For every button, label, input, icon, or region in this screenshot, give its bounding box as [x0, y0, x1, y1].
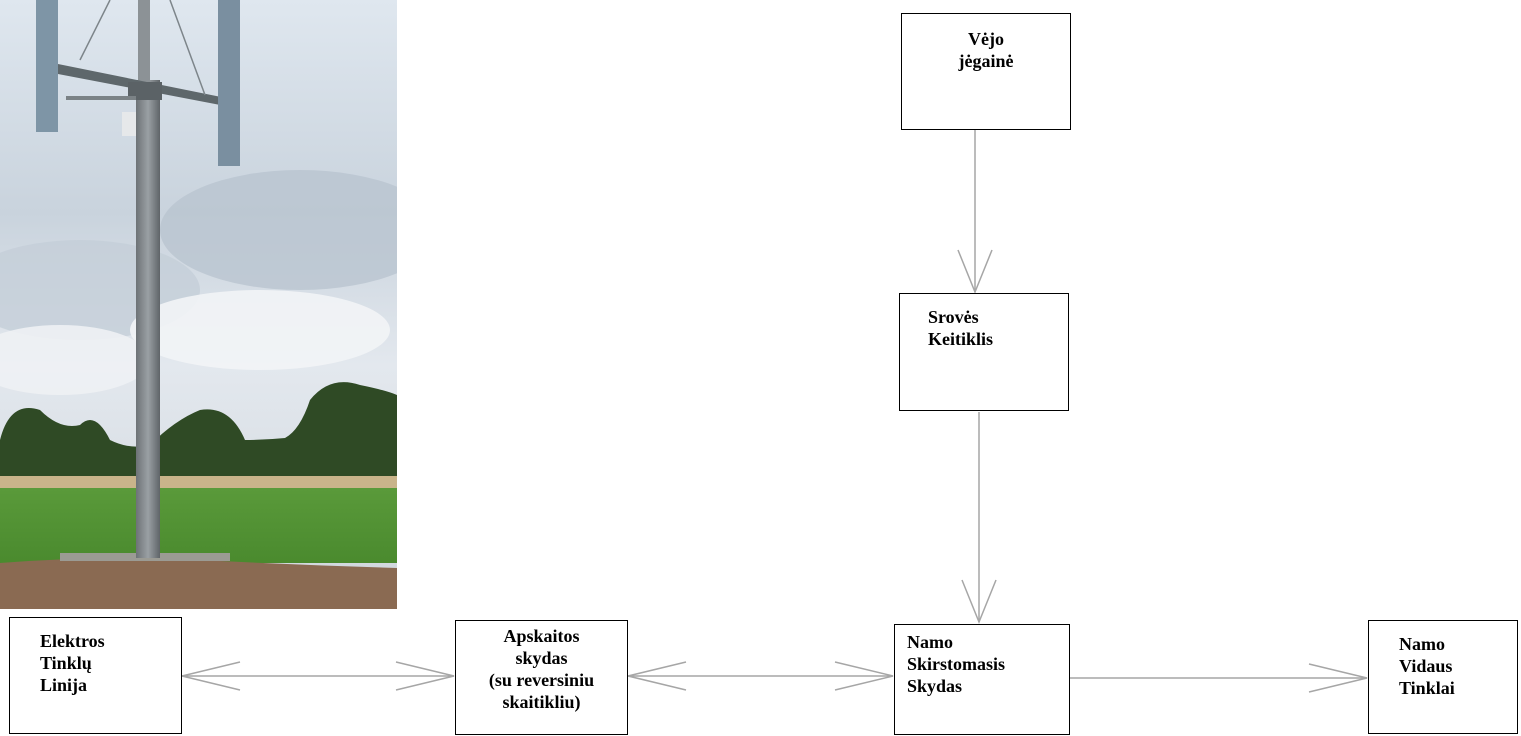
node-label-line: skaitikliu)	[502, 692, 581, 712]
node-label-line: Tinklai	[1399, 678, 1455, 698]
node-label-line: Srovės	[928, 307, 979, 327]
arrowhead-left-icon	[181, 661, 241, 691]
node-label-line: Linija	[40, 675, 88, 695]
node-label-line: Vidaus	[1399, 656, 1453, 676]
node-label-line: skydas	[515, 648, 568, 668]
arrowhead-left-icon	[627, 661, 687, 691]
node-apskaitos-skydas: Apskaitos skydas (su reversiniu skaitikl…	[455, 620, 628, 735]
node-label-line: Namo	[1399, 634, 1445, 654]
node-label-line: Tinklų	[40, 653, 92, 673]
arrowhead-right-icon	[1308, 663, 1368, 693]
node-label-line: Vėjo	[968, 29, 1004, 49]
node-label-line: jėgainė	[958, 51, 1014, 71]
node-label-line: Keitiklis	[928, 329, 994, 349]
arrowhead-down-icon	[961, 579, 997, 624]
node-label-line: Elektros	[40, 631, 105, 651]
node-label-line: Apskaitos	[503, 626, 580, 646]
node-elektros-tinklu-linija: Elektros Tinklų Linija	[9, 617, 182, 734]
arrowhead-right-icon	[834, 661, 894, 691]
arrowhead-right-icon	[395, 661, 455, 691]
arrowhead-down-icon	[957, 249, 993, 294]
node-sroves-keitiklis: Srovės Keitiklis	[899, 293, 1069, 411]
wind-turbine-photo	[0, 0, 397, 609]
node-label-line: (su reversiniu	[488, 670, 595, 690]
node-label-line: Skydas	[907, 676, 963, 696]
node-vejo-jegaine: Vėjo jėgainė	[901, 13, 1071, 130]
node-label-line: Skirstomasis	[907, 654, 1006, 674]
node-namo-vidaus-tinklai: Namo Vidaus Tinklai	[1368, 620, 1518, 734]
node-namo-skirstomasis-skydas: Namo Skirstomasis Skydas	[894, 624, 1070, 735]
node-label-line: Namo	[907, 632, 953, 652]
